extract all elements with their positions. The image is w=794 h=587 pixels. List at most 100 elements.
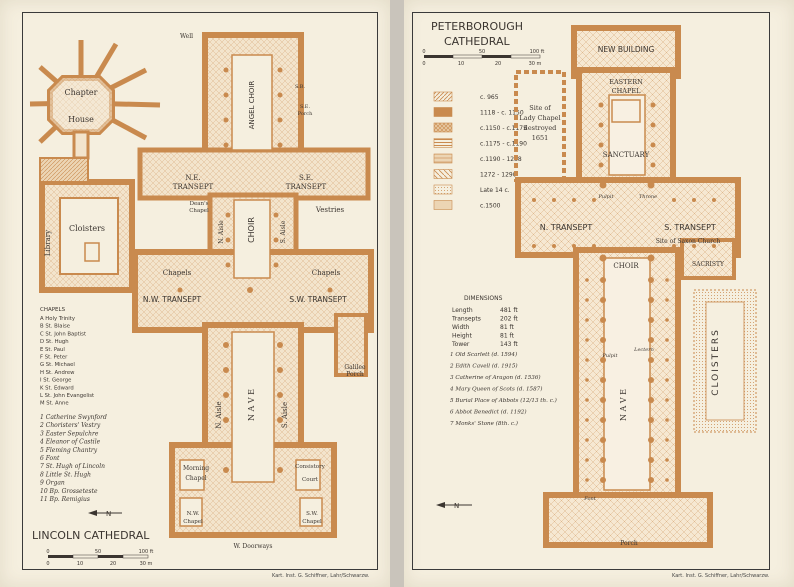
svg-text:S. TRANSEPT: S. TRANSEPT xyxy=(664,223,716,232)
pier xyxy=(585,358,589,362)
lincoln-numbered-item: 7 St. Hugh of Lincoln xyxy=(40,463,105,470)
north-arrow: N xyxy=(88,510,122,518)
svg-text:Throne: Throne xyxy=(639,194,657,200)
pier xyxy=(600,477,606,483)
pier xyxy=(665,398,669,402)
piers xyxy=(177,67,333,473)
chapel-legend-item: E St. Paul xyxy=(40,347,65,353)
legend-swatch xyxy=(433,184,453,195)
label-consistory-2: Court xyxy=(302,477,319,483)
dimension-name: Width xyxy=(452,324,470,331)
svg-text:30 m: 30 m xyxy=(529,61,542,67)
svg-text:100 ft: 100 ft xyxy=(139,549,154,555)
pier xyxy=(665,458,669,462)
svg-text:destroyed: destroyed xyxy=(524,124,557,132)
legend-swatch xyxy=(433,122,453,133)
svg-text:100 ft: 100 ft xyxy=(530,49,545,55)
pb-cloisters: CLOISTERS xyxy=(693,289,757,433)
pier xyxy=(592,198,596,202)
pb-credit: Kart. Inst. G. Schiffner, Lahr/Schwarzw. xyxy=(672,573,770,579)
dimension-name: Transepts xyxy=(451,316,481,323)
chapel-legend-item: M St. Anne xyxy=(40,401,69,407)
svg-text:N: N xyxy=(454,502,459,510)
label-angel-choir: ANGEL CHOIR xyxy=(248,81,256,130)
legend-swatch xyxy=(433,200,453,210)
pb-labels: NEW BUILDING EASTERN CHAPEL SANCTUARY Pu… xyxy=(540,45,725,547)
pier xyxy=(665,278,669,282)
dimension-value: 143 ft xyxy=(500,341,518,348)
svg-text:10: 10 xyxy=(458,61,464,67)
svg-text:N. TRANSEPT: N. TRANSEPT xyxy=(540,223,593,232)
svg-text:50: 50 xyxy=(479,49,485,55)
label-cloisters: Cloisters xyxy=(69,224,105,233)
pier xyxy=(665,318,669,322)
pier xyxy=(532,198,536,202)
dimension-value: 81 ft xyxy=(500,333,515,340)
pier xyxy=(648,437,654,443)
label-chapter: Chapter xyxy=(65,88,98,97)
pier xyxy=(648,277,654,283)
pier xyxy=(692,198,696,202)
peterborough-frame xyxy=(412,12,770,570)
chapel-legend-item: B St. Blaise xyxy=(40,324,70,330)
svg-text:Pulpit: Pulpit xyxy=(598,194,615,200)
label-sw-transept: S.W. TRANSEPT xyxy=(289,295,347,304)
svg-text:N A V E: N A V E xyxy=(619,389,628,421)
dimension-value: 202 ft xyxy=(500,316,518,323)
lincoln-numbered-item: 3 Easter Sepulchre xyxy=(40,430,99,437)
pier xyxy=(672,198,676,202)
svg-text:0: 0 xyxy=(46,561,49,567)
lincoln-page: Well Chapter House Cloisters Library N.E… xyxy=(0,0,390,587)
svg-text:CHAPEL: CHAPEL xyxy=(612,87,641,95)
legend-label: c.1150 - c.1175 xyxy=(480,125,527,132)
legend-swatch xyxy=(433,107,453,117)
dimension-name: Height xyxy=(452,333,472,340)
pier xyxy=(648,397,654,403)
lincoln-numbered-item: 4 Eleanor of Castile xyxy=(39,439,101,446)
svg-text:SANCTUARY: SANCTUARY xyxy=(603,151,650,159)
label-chapels-right: Chapels xyxy=(312,269,341,277)
legend-label: Late 14 c. xyxy=(480,187,510,194)
pb-title-2: CATHEDRAL xyxy=(444,35,510,48)
pier xyxy=(592,244,596,248)
lincoln-frame xyxy=(22,12,378,570)
label-ne-transept-1: N.E. xyxy=(185,174,200,182)
pb-title-1: PETERBOROUGH xyxy=(431,20,523,33)
legend-label: 1118 - c. 1150 xyxy=(480,110,524,117)
label-choir: CHOIR xyxy=(247,217,256,243)
lincoln-numbered-item: 9 Organ xyxy=(40,480,65,487)
lincoln-numbered-item: 1 Catherine Swynford xyxy=(40,414,107,421)
pb-numbered-item: 7 Monks' Stone (8th. c.) xyxy=(450,420,518,427)
pier xyxy=(650,102,656,108)
pier xyxy=(712,198,716,202)
lincoln-plan: Well Chapter House Cloisters Library N.E… xyxy=(29,32,374,567)
pier xyxy=(648,417,654,423)
label-se-porch-1: S.E. xyxy=(300,104,310,110)
legend-swatch xyxy=(433,138,453,148)
pier xyxy=(665,298,669,302)
pier xyxy=(665,438,669,442)
label-ne-transept-2: TRANSEPT xyxy=(173,183,214,191)
pier xyxy=(648,477,654,483)
pier xyxy=(585,298,589,302)
svg-text:NEW BUILDING: NEW BUILDING xyxy=(598,45,655,54)
pier xyxy=(648,317,654,323)
pier xyxy=(600,337,606,343)
svg-text:EASTERN: EASTERN xyxy=(609,78,643,86)
lincoln-credit: Kart. Inst. G. Schiffner, Lahr/Schwarzw. xyxy=(272,573,370,579)
label-se-transept-1: S.E. xyxy=(299,174,313,182)
legend-swatch xyxy=(433,91,453,102)
label-well: Well xyxy=(180,33,193,40)
pier xyxy=(598,142,604,148)
pier xyxy=(585,458,589,462)
pb-numbered-item: 6 Abbot Benedict (d. 1192) xyxy=(450,409,527,416)
pier xyxy=(585,418,589,422)
svg-text:0: 0 xyxy=(422,61,425,67)
pier xyxy=(572,244,576,248)
pb-north-arrow: N xyxy=(436,502,472,510)
chapel-legend-item: I St. George xyxy=(40,378,71,384)
legend-label: c. 965 xyxy=(480,94,499,101)
